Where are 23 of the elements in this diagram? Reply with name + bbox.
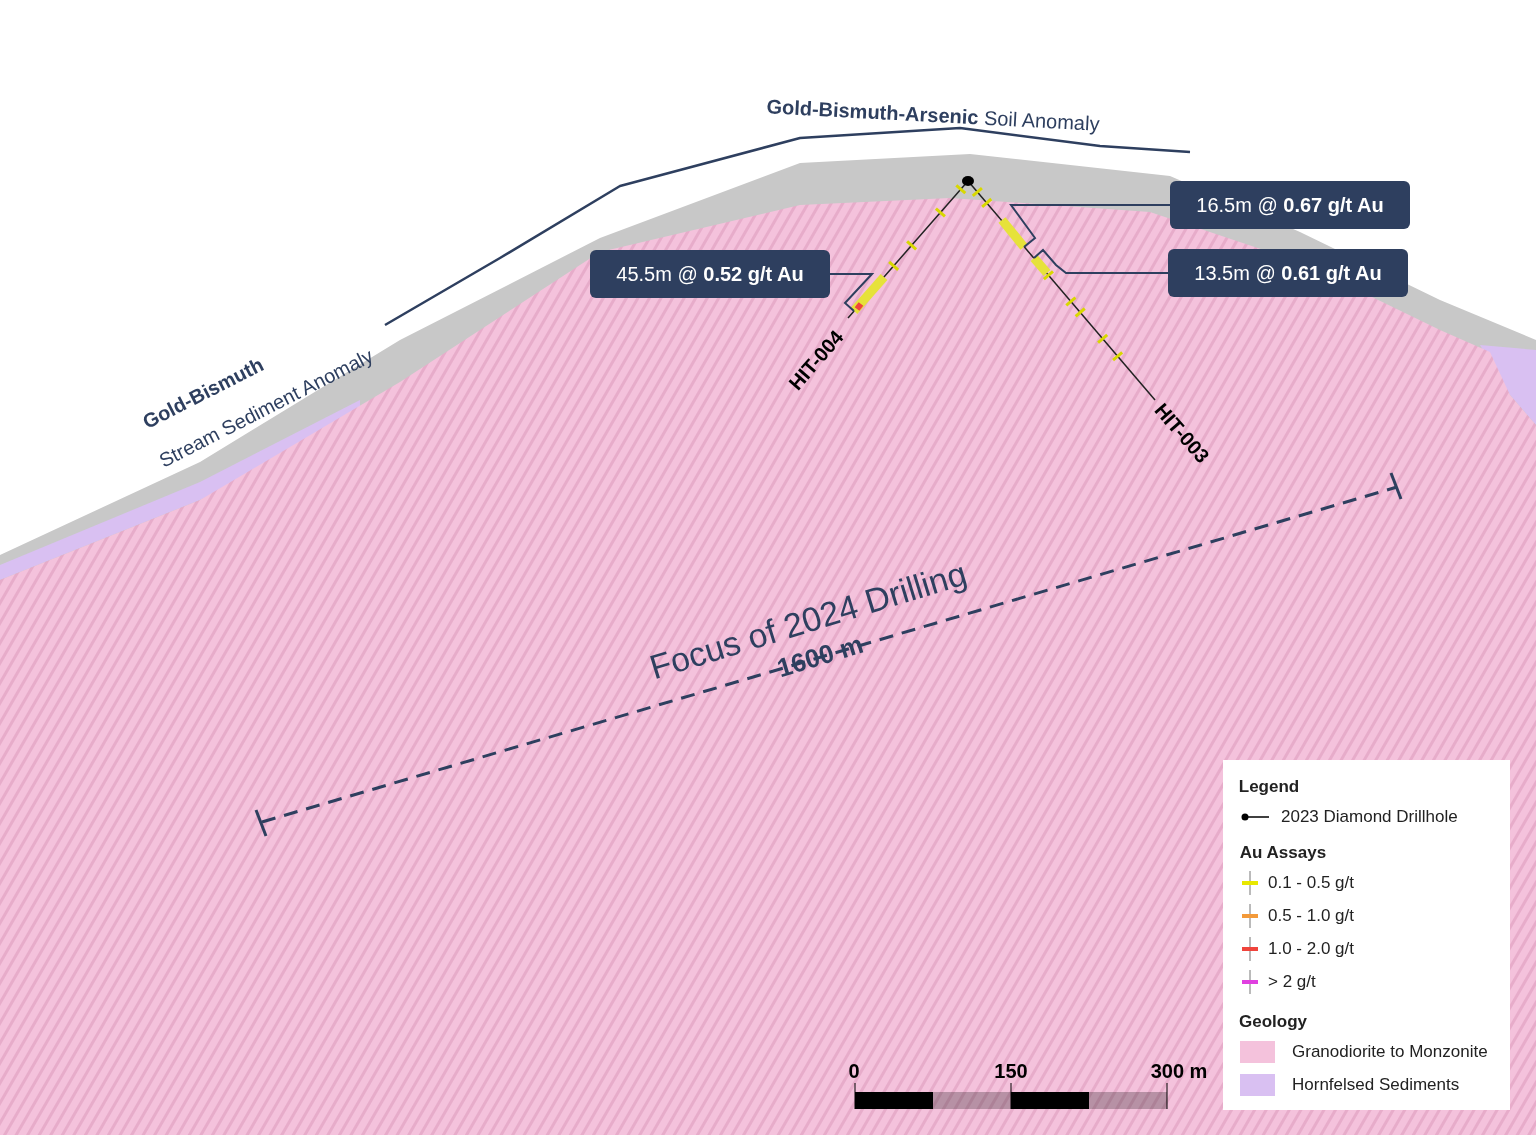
assay-interval-bar [1030, 255, 1051, 276]
scale-label: 0 [848, 1061, 860, 1081]
legend-text: > 2 g/t [1268, 971, 1316, 994]
assay-callout: 13.5m @ 0.61 g/t Au [1168, 249, 1408, 297]
legend-text: Granodiorite to Monzonite [1292, 1041, 1488, 1064]
legend-text: 0.1 - 0.5 g/t [1268, 872, 1354, 895]
assay-interval-bar [998, 217, 1028, 250]
leader-line [1009, 204, 1171, 248]
assay-interval-bar [850, 274, 888, 314]
legend-heading: Legend [1238, 777, 1300, 795]
leader-line [1033, 248, 1169, 274]
legend-heading: Au Assays [1239, 843, 1327, 861]
legend-text: Hornfelsed Sediments [1292, 1074, 1460, 1097]
legend-text: 1.0 - 2.0 g/t [1268, 938, 1354, 961]
legend-text: 2023 Diamond Drillhole [1281, 806, 1458, 829]
assay-callout: 16.5m @ 0.67 g/t Au [1170, 181, 1410, 229]
scale-label: 150 [994, 1061, 1028, 1081]
assay-callout: 45.5m @ 0.52 g/t Au [590, 250, 830, 298]
legend-heading: Geology [1239, 1012, 1307, 1030]
leader-line [829, 273, 875, 312]
scale-label: 300 m [1150, 1061, 1208, 1081]
legend-text: 0.5 - 1.0 g/t [1268, 905, 1354, 928]
anomaly-label: Gold-Bismuth-Arsenic Soil Anomaly [766, 96, 1100, 134]
